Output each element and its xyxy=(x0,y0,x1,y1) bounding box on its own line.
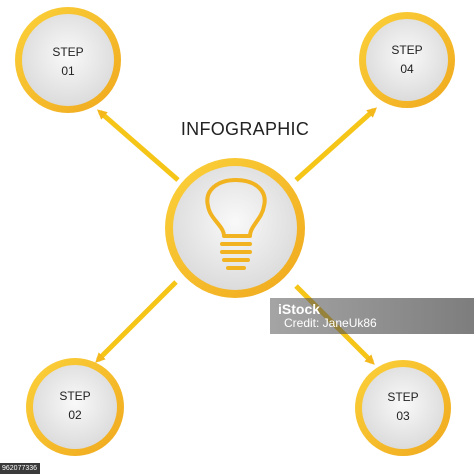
step-03-number: 03 xyxy=(396,409,410,423)
arrow-to-step-04 xyxy=(294,107,377,182)
lightbulb-icon xyxy=(205,178,267,270)
step-02-label: STEP xyxy=(59,389,90,403)
step-04-label: STEP xyxy=(391,43,422,57)
image-id-label: 962077336 xyxy=(0,463,40,474)
arrow-to-step-01 xyxy=(96,109,180,182)
step-node-01: STEP 01 xyxy=(15,7,121,113)
watermark-logo: iStock xyxy=(278,301,321,317)
arrow-to-step-02 xyxy=(95,280,178,363)
step-node-04: STEP 04 xyxy=(359,12,455,108)
step-04-number: 04 xyxy=(400,62,414,76)
infographic-title: INFOGRAPHIC xyxy=(181,119,309,139)
step-02-number: 02 xyxy=(68,408,82,422)
step-node-02: STEP 02 xyxy=(26,358,124,456)
step-03-label: STEP xyxy=(387,390,418,404)
step-01-label: STEP xyxy=(52,45,83,59)
center-node xyxy=(165,158,305,298)
step-node-03: STEP 03 xyxy=(355,360,451,456)
step-01-number: 01 xyxy=(61,64,75,78)
watermark-banner: iStock Credit: JaneUk86 xyxy=(270,298,474,334)
watermark-credit: Credit: JaneUk86 xyxy=(284,316,377,330)
